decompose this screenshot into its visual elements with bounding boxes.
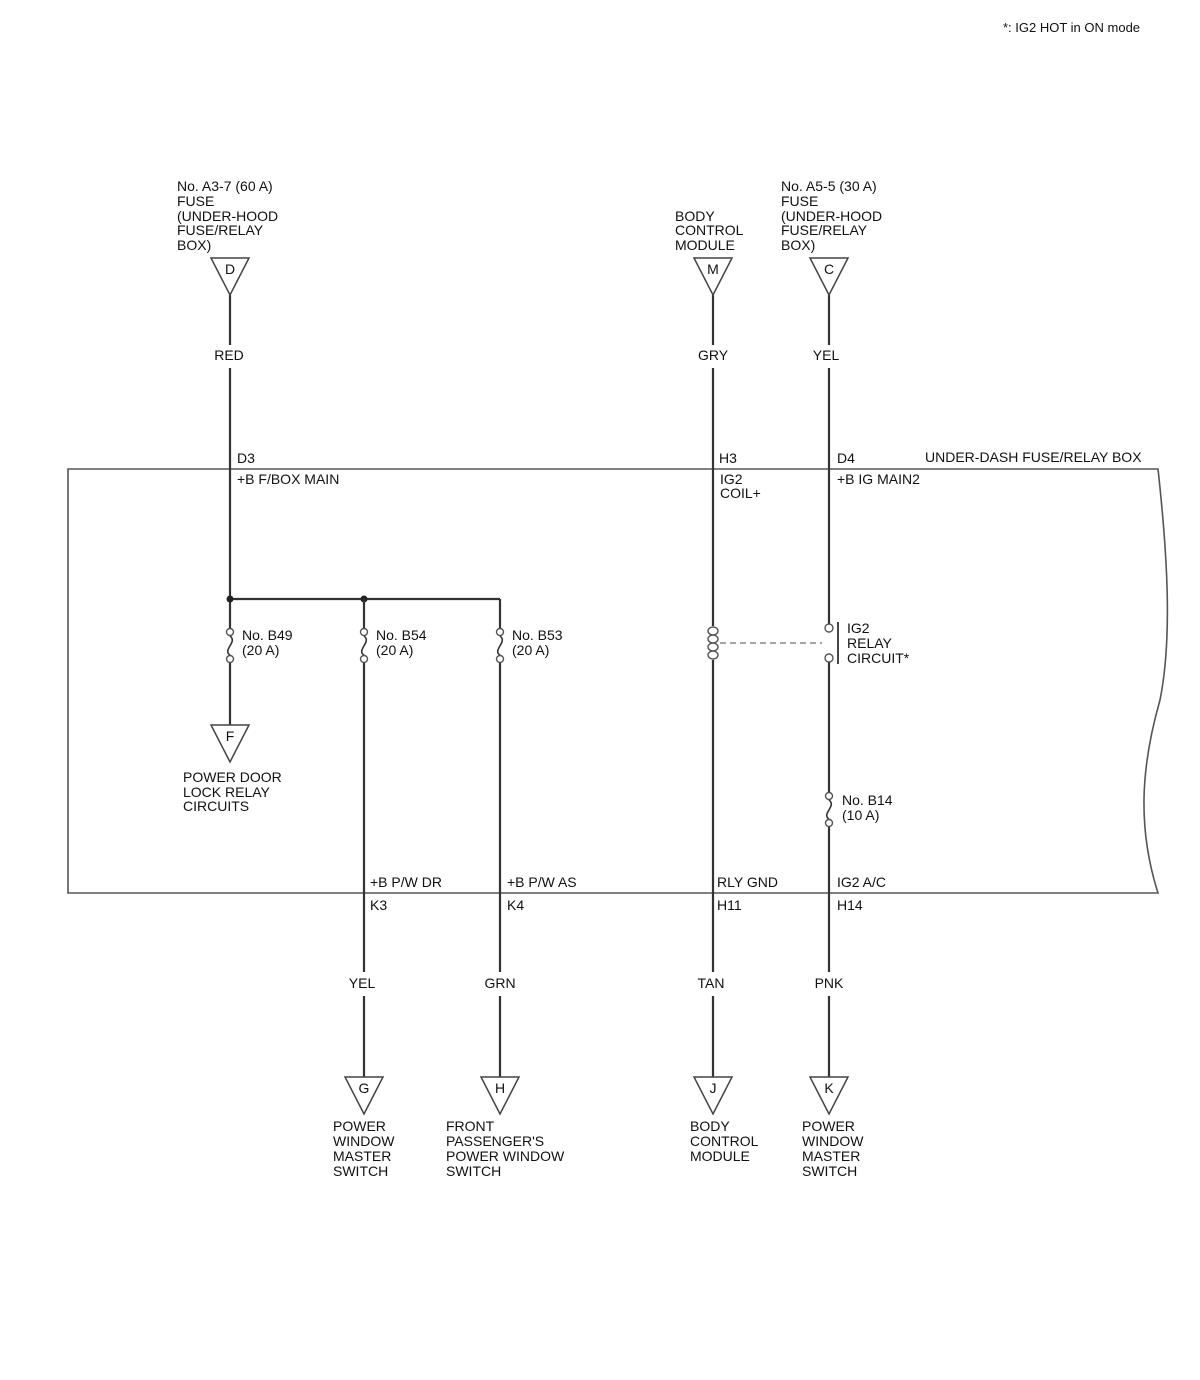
- power-door-lock-relay-label: POWER DOOR LOCK RELAY CIRCUITS: [183, 769, 286, 814]
- connector-g-triangle: G: [343, 1076, 385, 1116]
- connector-f-triangle: F: [209, 724, 251, 764]
- splice-point: [226, 595, 234, 603]
- wire-color-pnk: PNK: [815, 975, 844, 991]
- connector-h-triangle: H: [479, 1076, 521, 1116]
- svg-text:K: K: [824, 1080, 834, 1096]
- source-c-label: No. A5-5 (30 A) FUSE (UNDER-HOOD FUSE/RE…: [781, 178, 886, 253]
- dest-g-label: POWER WINDOW MASTER SWITCH: [333, 1118, 398, 1179]
- pin-d3: D3: [237, 450, 255, 466]
- source-d-label: No. A3-7 (60 A) FUSE (UNDER-HOOD FUSE/RE…: [177, 178, 282, 253]
- ig2-relay-coil-symbol: [707, 626, 719, 660]
- terminal-b-pw-dr: +B P/W DR: [370, 874, 442, 890]
- connector-k-triangle: K: [808, 1076, 850, 1116]
- svg-text:M: M: [707, 261, 719, 277]
- dest-h-label: FRONT PASSENGER'S POWER WINDOW SWITCH: [446, 1118, 568, 1179]
- wire-color-tan: TAN: [698, 975, 725, 991]
- svg-text:D: D: [225, 261, 235, 277]
- dest-j-label: BODY CONTROL MODULE: [690, 1118, 762, 1164]
- fuse-b54-label: No. B54 (20 A): [376, 627, 430, 658]
- pin-k3: K3: [370, 897, 387, 913]
- terminal-ig2-ac: IG2 A/C: [837, 874, 886, 890]
- connector-c-triangle: C: [808, 257, 850, 297]
- fuse-b14-symbol: [824, 791, 834, 828]
- svg-text:G: G: [359, 1080, 370, 1096]
- pin-h3: H3: [719, 450, 737, 466]
- svg-text:J: J: [710, 1080, 717, 1096]
- fuse-b49-symbol: [225, 627, 235, 664]
- fuse-b53-symbol: [495, 627, 505, 664]
- fuse-b49-label: No. B49 (20 A): [242, 627, 296, 658]
- terminal-rly-gnd: RLY GND: [717, 874, 778, 890]
- pin-h11: H11: [717, 897, 742, 913]
- svg-text:H: H: [495, 1080, 505, 1096]
- source-m-label: BODY CONTROL MODULE: [675, 208, 747, 253]
- fuse-b14-label: No. B14 (10 A): [842, 792, 896, 823]
- svg-text:F: F: [226, 728, 235, 744]
- pin-d4: D4: [837, 450, 855, 466]
- wire-color-yel: YEL: [813, 347, 840, 363]
- ig2-hot-note: *: IG2 HOT in ON mode: [1003, 20, 1140, 35]
- terminal-b-fbox-main: +B F/BOX MAIN: [237, 471, 339, 487]
- under-dash-fuse-relay-box: [67, 468, 1169, 894]
- ig2-relay-contact-symbol: [824, 622, 839, 664]
- wire-color-yel-bottom: YEL: [349, 975, 376, 991]
- svg-text:C: C: [824, 261, 834, 277]
- connector-d-triangle: D: [209, 257, 251, 297]
- connector-m-triangle: M: [692, 257, 734, 297]
- pin-h14: H14: [837, 897, 863, 913]
- terminal-b-ig-main2: +B IG MAIN2: [837, 471, 920, 487]
- terminal-ig2-coil: IG2 COIL+: [720, 471, 761, 501]
- wire-color-gry: GRY: [698, 347, 729, 363]
- fuse-b53-label: No. B53 (20 A): [512, 627, 566, 658]
- wire-color-grn: GRN: [484, 975, 515, 991]
- wire-color-red: RED: [214, 347, 244, 363]
- connector-j-triangle: J: [692, 1076, 734, 1116]
- pin-k4: K4: [507, 897, 524, 913]
- fuse-b54-symbol: [359, 627, 369, 664]
- box-label: UNDER-DASH FUSE/RELAY BOX: [925, 449, 1142, 465]
- ig2-relay-label: IG2 RELAY CIRCUIT*: [847, 620, 910, 666]
- dest-k-label: POWER WINDOW MASTER SWITCH: [802, 1118, 867, 1179]
- terminal-b-pw-as: +B P/W AS: [507, 874, 577, 890]
